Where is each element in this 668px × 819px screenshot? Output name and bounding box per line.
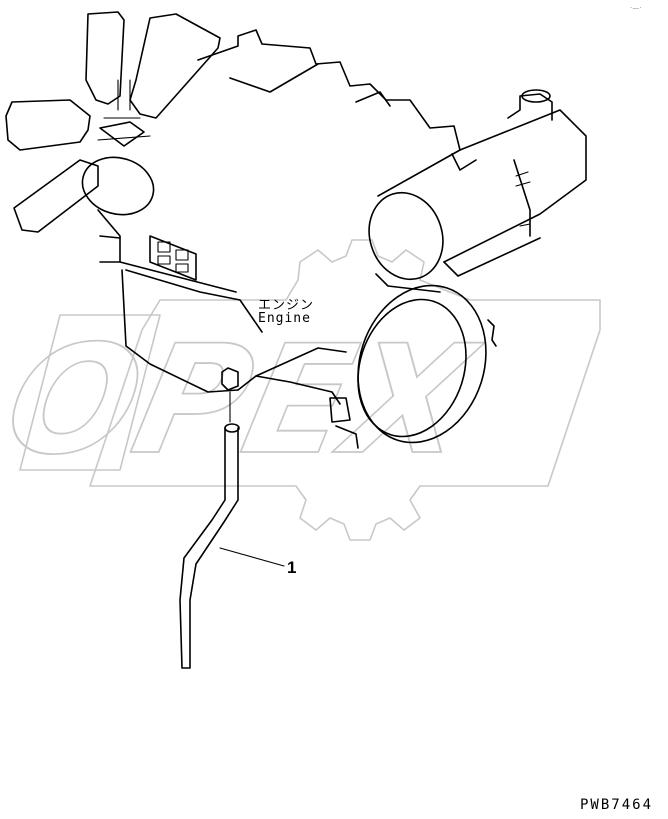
opex-watermark: OPEX <box>0 239 601 541</box>
engine-label-english: Engine <box>258 311 311 326</box>
engine-block <box>97 29 461 423</box>
fan-illustration <box>5 11 221 233</box>
pre-cleaner-ring <box>329 284 497 449</box>
air-cleaner <box>368 89 587 293</box>
pipe-part-1 <box>179 423 285 669</box>
engine-label-japanese: エンジン <box>258 298 315 313</box>
part-callout-number: 1 <box>287 558 297 577</box>
corner-mark: ·—· <box>630 4 642 12</box>
watermark-text: OPEX <box>0 313 492 488</box>
drawing-code: PWB7464 <box>580 797 654 813</box>
